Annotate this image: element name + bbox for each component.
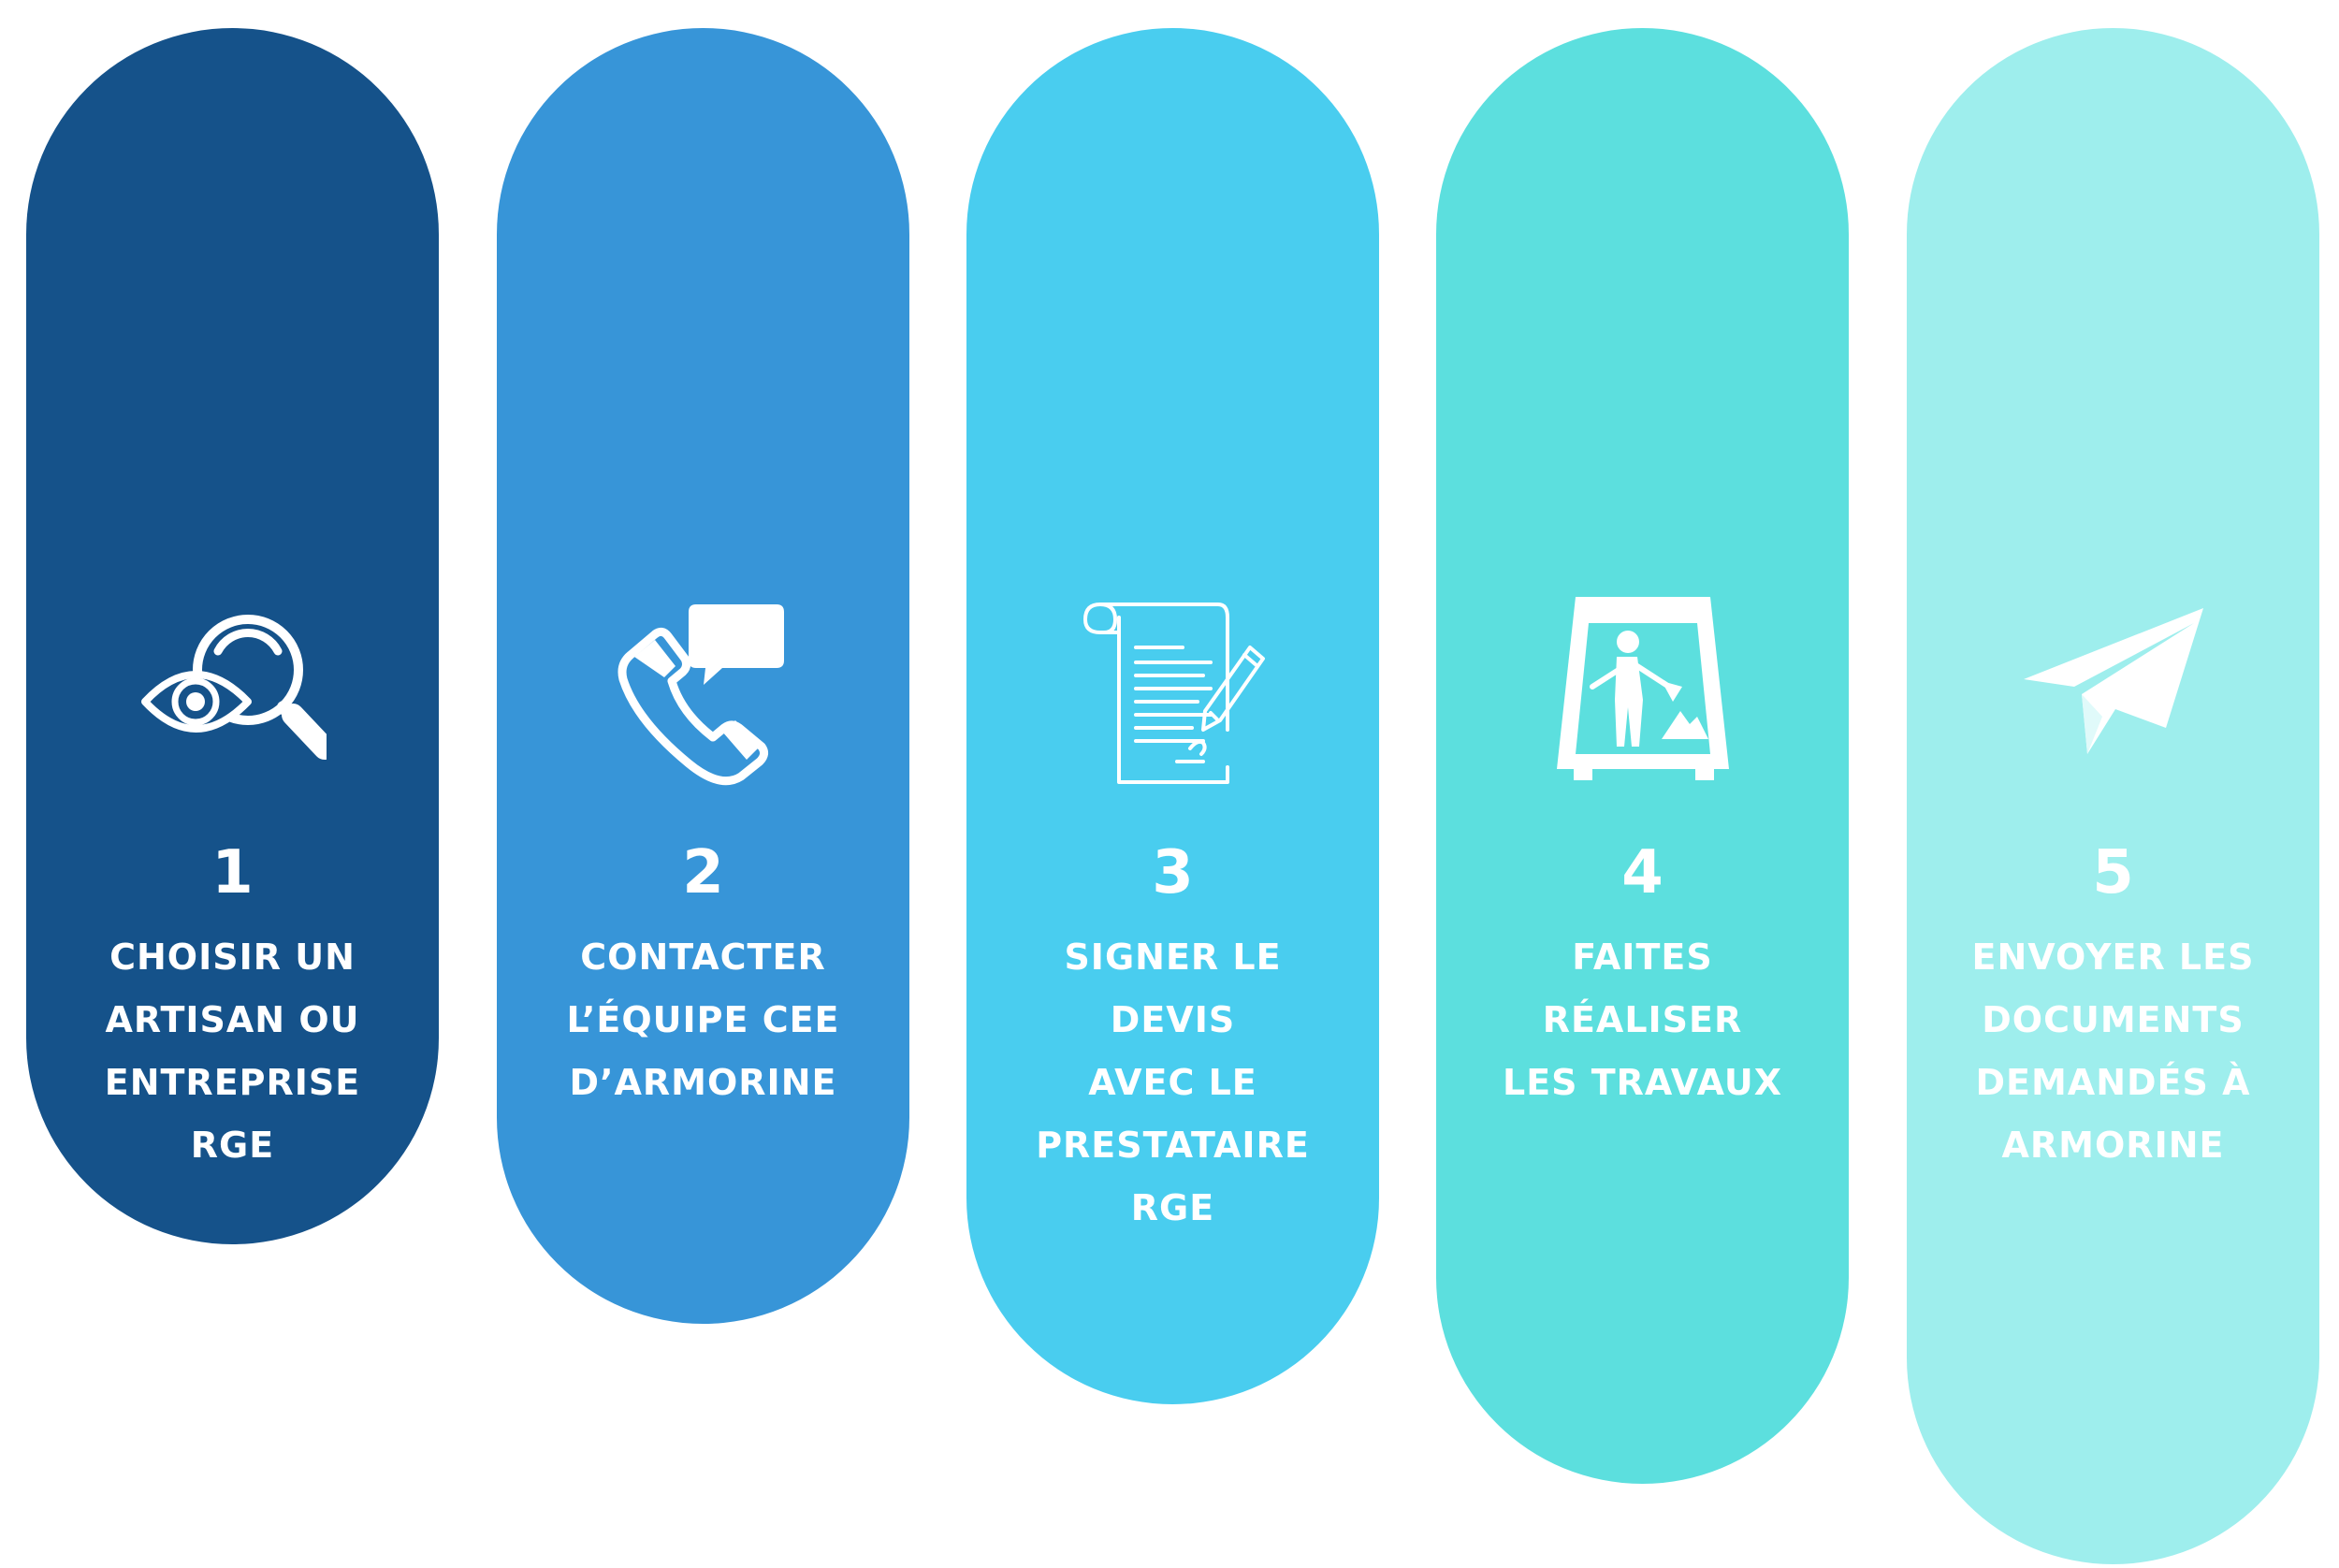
step-label-line: RGE <box>1130 1187 1215 1228</box>
step-label-line: ENTREPRISE RGE <box>104 1062 361 1166</box>
step-label-line: PRESTATAIRE <box>1036 1125 1310 1166</box>
step-label: SIGNER LE DEVIS AVEC LE PRESTATAIRE RGE <box>1004 926 1342 1240</box>
step-4-pill: 4 FAITES RÉALISER LES TRAVAUX <box>1436 28 1849 1484</box>
step-label: CHOISIR UN ARTISAN OU ENTREPRISE RGE <box>64 926 401 1177</box>
step-label-line: DOCUMENTS <box>1982 999 2245 1040</box>
step-label-line: L’ÉQUIPE CEE <box>566 999 840 1040</box>
step-label-line: AVEC LE <box>1088 1062 1257 1103</box>
step-label: ENVOYER LES DOCUMENTS DEMANDÉS À ARMORIN… <box>1944 926 2282 1177</box>
step-number: 3 <box>1152 838 1194 907</box>
eye-magnifier-icon <box>139 589 327 795</box>
step-label-line: LES TRAVAUX <box>1502 1062 1782 1103</box>
step-label-line: ENVOYER LES <box>1971 936 2255 978</box>
roadworks-sign-icon <box>1549 589 1736 795</box>
step-5-pill: 5 ENVOYER LES DOCUMENTS DEMANDÉS À ARMOR… <box>1907 28 2319 1564</box>
phone-chat-icon <box>610 589 797 795</box>
paper-plane-icon <box>2020 589 2207 795</box>
step-label-line: ARTISAN OU <box>105 999 360 1040</box>
step-2-pill: 2 CONTACTER L’ÉQUIPE CEE D’ARMORINE <box>497 28 909 1324</box>
step-number: 1 <box>211 838 254 907</box>
step-label: FAITES RÉALISER LES TRAVAUX <box>1474 926 1811 1114</box>
step-number: 2 <box>682 838 724 907</box>
step-label-line: DEMANDÉS À <box>1975 1062 2251 1103</box>
step-label-line: SIGNER LE DEVIS <box>1064 936 1282 1040</box>
step-label-line: D’ARMORINE <box>569 1062 837 1103</box>
step-label-line: CONTACTER <box>580 936 826 978</box>
step-number: 5 <box>2092 838 2134 907</box>
step-label-line: FAITES RÉALISER <box>1542 936 1743 1040</box>
contract-pen-icon <box>1080 589 1267 795</box>
step-3-pill: 3 SIGNER LE DEVIS AVEC LE PRESTATAIRE RG… <box>966 28 1379 1404</box>
step-label-line: CHOISIR UN <box>109 936 356 978</box>
step-label-line: ARMORINE <box>2001 1125 2225 1166</box>
step-label: CONTACTER L’ÉQUIPE CEE D’ARMORINE <box>534 926 872 1114</box>
step-1-pill: 1 CHOISIR UN ARTISAN OU ENTREPRISE RGE <box>26 28 439 1244</box>
step-number: 4 <box>1621 838 1663 907</box>
